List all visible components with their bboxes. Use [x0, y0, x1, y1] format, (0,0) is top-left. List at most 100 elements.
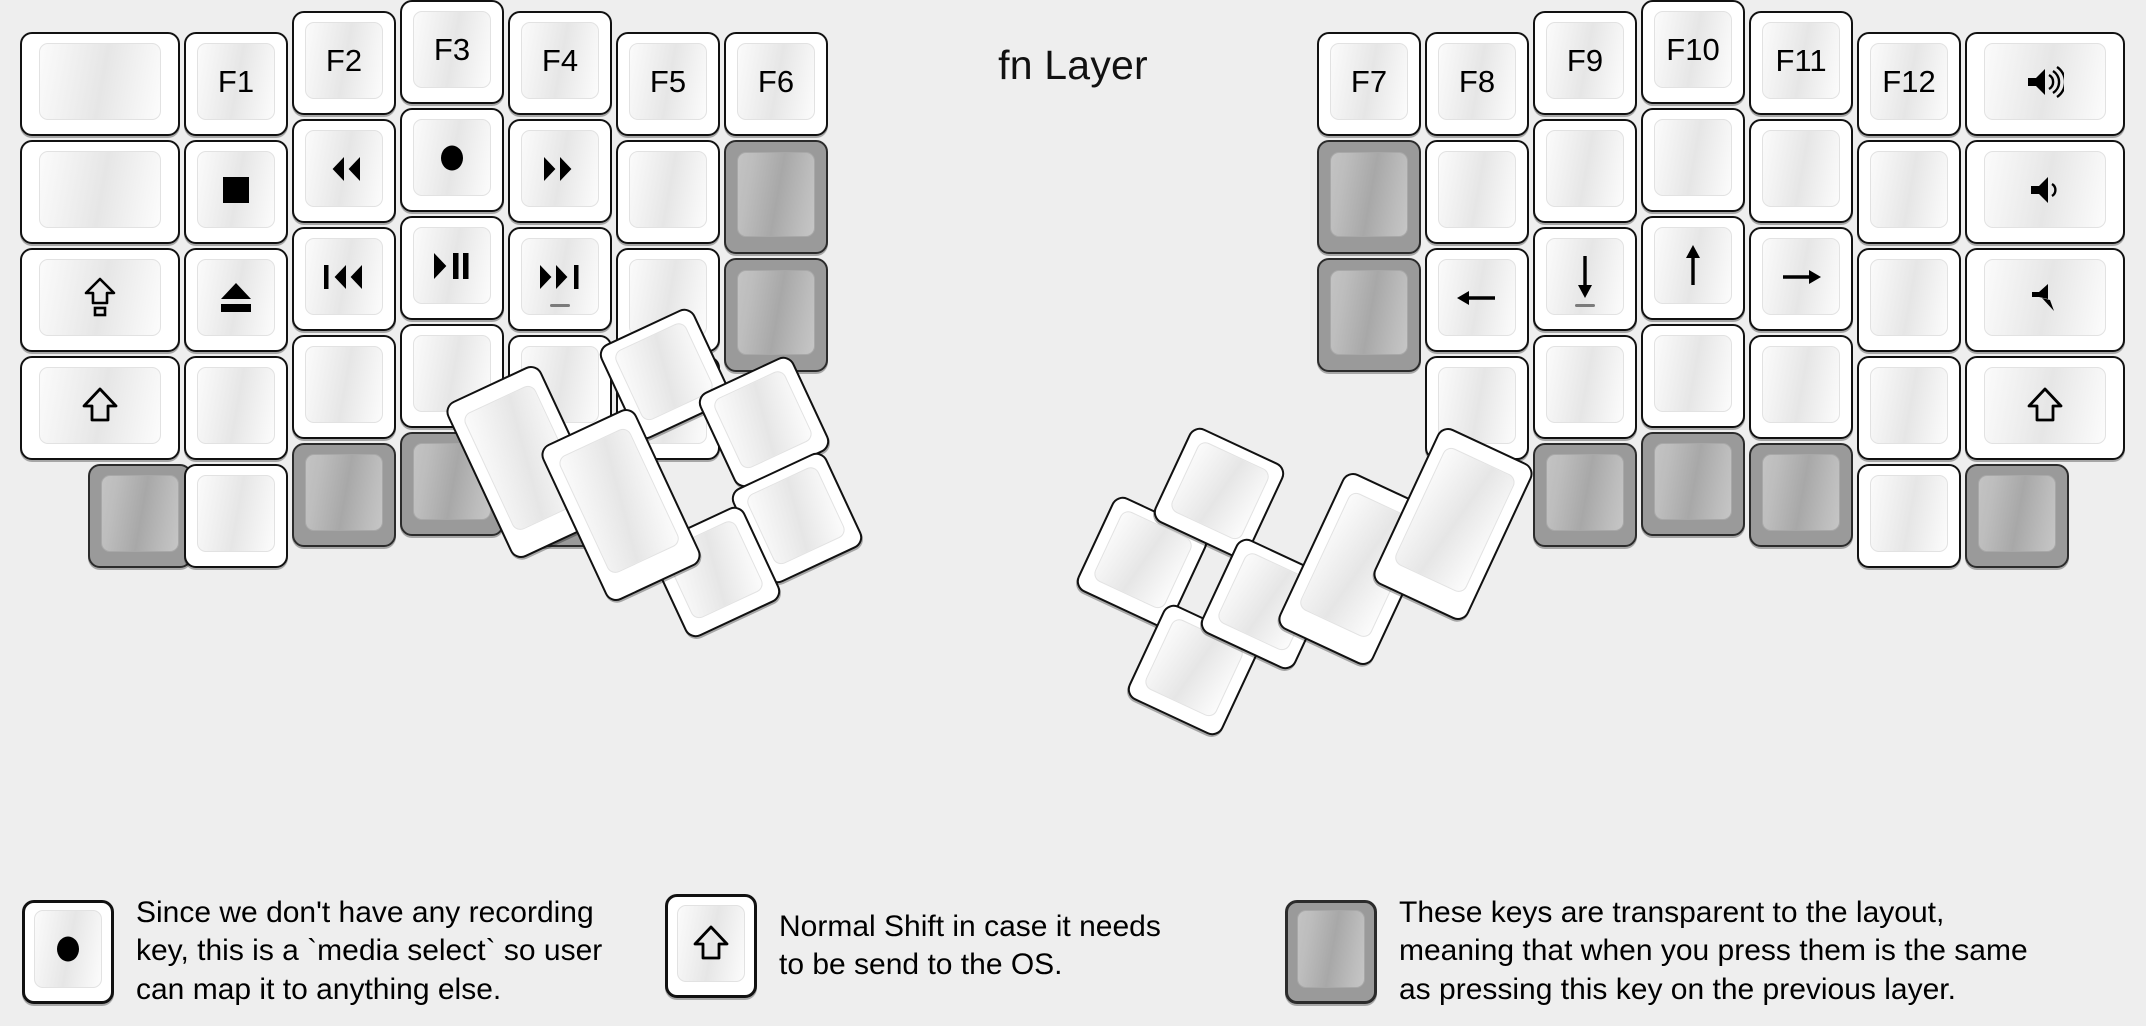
arrow-right-icon [1779, 261, 1823, 293]
arrow-down-icon [1569, 254, 1601, 300]
keycap-surface [737, 151, 815, 237]
key-stop[interactable] [184, 140, 288, 244]
key-f5[interactable]: F5 [616, 32, 720, 136]
key-label: F11 [1775, 43, 1827, 78]
keycap-surface: F7 [1330, 43, 1408, 120]
key-label: F12 [1882, 64, 1936, 99]
key-rewind[interactable] [292, 119, 396, 223]
key-blank[interactable] [1533, 335, 1637, 439]
key-f10[interactable]: F10 [1641, 0, 1745, 104]
legend-transparent-text: These keys are transparent to the layout… [1399, 896, 2028, 1006]
keycap-surface [197, 475, 275, 552]
key-transparent[interactable] [1749, 443, 1853, 547]
key-transparent[interactable] [1965, 464, 2069, 568]
key-f8[interactable]: F8 [1425, 32, 1529, 136]
arrow-up-icon [1677, 243, 1709, 289]
key-f7[interactable]: F7 [1317, 32, 1421, 136]
caps-lock-icon [80, 276, 120, 320]
key-fast-forward[interactable] [508, 119, 612, 223]
keycap-surface [1870, 259, 1948, 336]
key-transparent[interactable] [292, 443, 396, 547]
key-blank[interactable] [616, 140, 720, 244]
key-blank[interactable] [292, 335, 396, 439]
legend-record-swatch [22, 899, 114, 1004]
key-blank[interactable] [20, 140, 180, 244]
key-record[interactable] [400, 108, 504, 212]
key-blank[interactable] [184, 464, 288, 568]
key-label: F10 [1666, 32, 1720, 67]
key-f6[interactable]: F6 [724, 32, 828, 136]
key-arrow-left[interactable] [1425, 248, 1529, 352]
keycap-surface [39, 259, 161, 336]
shift-icon [80, 386, 120, 426]
prev-track-icon [320, 259, 368, 295]
key-label: F1 [217, 64, 255, 99]
key-label: F6 [757, 64, 795, 99]
key-transparent[interactable] [1641, 432, 1745, 536]
key-f4[interactable]: F4 [508, 11, 612, 115]
keycap-surface [1546, 238, 1624, 315]
homing-bump-indicator [550, 304, 570, 308]
keycap-surface [1438, 259, 1516, 336]
key-blank[interactable] [1857, 464, 1961, 568]
key-blank[interactable] [1857, 356, 1961, 460]
key-transparent[interactable] [724, 258, 828, 372]
keycap-surface: F10 [1654, 11, 1732, 88]
key-f2[interactable]: F2 [292, 11, 396, 115]
key-blank[interactable] [1641, 108, 1745, 212]
key-caps-lock[interactable] [20, 248, 180, 352]
key-blank[interactable] [184, 356, 288, 460]
keycap-surface [1984, 367, 2106, 444]
key-label: F3 [433, 32, 471, 67]
keycap-surface [1654, 119, 1732, 196]
key-label: F4 [541, 43, 579, 78]
key-label: F9 [1566, 43, 1604, 78]
keycap-surface [33, 910, 103, 988]
key-transparent[interactable] [88, 464, 192, 568]
key-transparent[interactable] [1533, 443, 1637, 547]
key-blank[interactable] [1425, 140, 1529, 244]
legend-shift-swatch [665, 894, 757, 998]
key-blank[interactable] [1641, 324, 1745, 428]
key-next-track[interactable] [508, 227, 612, 331]
key-blank[interactable] [1749, 119, 1853, 223]
key-blank[interactable] [1857, 140, 1961, 244]
key-label: F2 [325, 43, 363, 78]
volume-up-icon [2026, 65, 2064, 98]
eject-icon [217, 279, 255, 317]
key-blank[interactable] [20, 32, 180, 136]
keycap-surface [305, 130, 383, 207]
key-f11[interactable]: F11 [1749, 11, 1853, 115]
key-f9[interactable]: F9 [1533, 11, 1637, 115]
key-eject[interactable] [184, 248, 288, 352]
key-prev-track[interactable] [292, 227, 396, 331]
key-f1[interactable]: F1 [184, 32, 288, 136]
key-arrow-down[interactable] [1533, 227, 1637, 331]
record-icon [431, 137, 473, 179]
record-icon [47, 928, 89, 970]
key-transparent[interactable] [1317, 258, 1421, 372]
key-transparent[interactable] [1317, 140, 1421, 254]
key-arrow-up[interactable] [1641, 216, 1745, 320]
key-volume-up[interactable] [1965, 32, 2125, 136]
key-f12[interactable]: F12 [1857, 32, 1961, 136]
keycap-surface [521, 130, 599, 207]
key-blank[interactable] [1533, 119, 1637, 223]
key-f3[interactable]: F3 [400, 0, 504, 104]
key-shift[interactable] [1965, 356, 2125, 460]
key-transparent[interactable] [724, 140, 828, 254]
keycap-surface [1762, 130, 1840, 207]
key-play-pause[interactable] [400, 216, 504, 320]
stop-icon [218, 172, 254, 208]
keycap-surface [197, 259, 275, 336]
keycap-surface [1984, 43, 2106, 120]
key-volume-down[interactable] [1965, 140, 2125, 244]
keycap-surface [305, 346, 383, 423]
keycap-surface [1330, 269, 1408, 355]
key-mute[interactable] [1965, 248, 2125, 352]
key-blank[interactable] [1857, 248, 1961, 352]
key-arrow-right[interactable] [1749, 227, 1853, 331]
key-shift[interactable] [20, 356, 180, 460]
keycap-surface: F9 [1546, 22, 1624, 99]
key-blank[interactable] [1749, 335, 1853, 439]
